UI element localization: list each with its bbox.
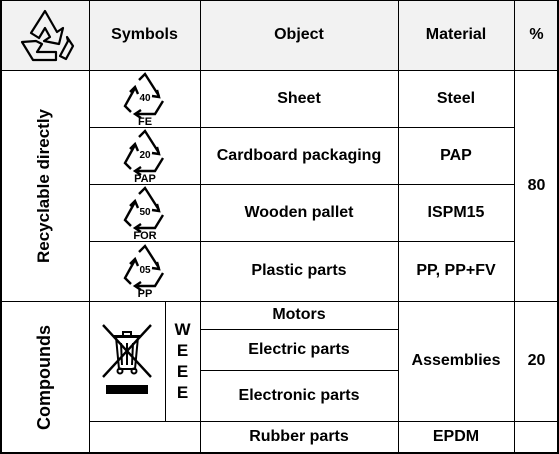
weee-letter: W xyxy=(174,320,191,339)
weee-letter: E xyxy=(176,341,189,360)
header-percent: % xyxy=(514,0,559,70)
row-divider xyxy=(0,70,559,71)
material-cell: ISPM15 xyxy=(427,203,485,221)
row-divider xyxy=(89,421,559,422)
header-material: Material xyxy=(398,0,514,70)
row-divider xyxy=(0,301,559,302)
recycling-abbr: FOR xyxy=(133,230,156,241)
recycling-code-icon: 20 PAP xyxy=(123,128,164,184)
object-cell: Cardboard packaging xyxy=(216,146,382,164)
col-divider xyxy=(398,0,399,454)
header-logo-cell xyxy=(0,0,89,70)
percent-compounds: 20 xyxy=(527,352,546,369)
row-divider xyxy=(89,127,514,128)
material-cell: PP, PP+FV xyxy=(416,262,496,279)
table-border-top xyxy=(0,0,559,1)
group-recyclable-cell: Recyclable directly xyxy=(0,70,89,301)
object-cell: Sheet xyxy=(277,89,321,107)
material-cell: PAP xyxy=(440,146,472,164)
row-divider xyxy=(200,329,398,330)
object-cell: Electronic parts xyxy=(238,386,360,404)
header-symbols: Symbols xyxy=(89,0,200,70)
row-divider xyxy=(89,241,514,242)
recycling-code: 40 xyxy=(139,93,151,104)
recycling-code-icon: 05 PP xyxy=(123,244,164,299)
recycling-code: 20 xyxy=(139,150,151,161)
recycling-abbr: FE xyxy=(137,116,151,127)
table-border-right xyxy=(557,0,559,454)
object-cell: Electric parts xyxy=(248,340,350,358)
col-divider xyxy=(165,301,166,421)
table-border-bottom xyxy=(0,452,559,454)
symbol-cell-fe: 40 FE xyxy=(89,70,200,127)
object-cell: Rubber parts xyxy=(249,428,349,445)
object-cell: Plastic parts xyxy=(251,262,347,279)
group-compounds-cell: Compounds xyxy=(0,301,89,453)
col-divider xyxy=(89,0,90,454)
row-divider xyxy=(200,370,398,371)
weee-letters-cell: W E E E xyxy=(165,301,200,421)
row-divider xyxy=(89,184,514,185)
symbol-cell-pp: 05 PP xyxy=(89,241,200,301)
weee-acronym: W E E E xyxy=(174,319,190,403)
recycle-icon xyxy=(20,9,74,62)
symbol-cell-pap: 20 PAP xyxy=(89,127,200,184)
header-object: Object xyxy=(200,0,398,70)
weee-letter: E xyxy=(176,383,189,402)
recycling-abbr: PAP xyxy=(134,173,156,184)
recycling-abbr: PP xyxy=(137,288,152,299)
recycling-code-icon: 40 FE xyxy=(123,71,164,127)
weee-letter: E xyxy=(176,362,189,381)
recycling-code: 05 xyxy=(139,265,151,276)
col-divider xyxy=(200,0,201,454)
crossed-out-bin-icon xyxy=(102,324,152,394)
recycling-code: 50 xyxy=(139,207,151,218)
object-cell: Wooden pallet xyxy=(244,203,354,221)
percent-recyclable: 80 xyxy=(527,176,546,194)
material-cell: Assemblies xyxy=(411,352,501,369)
recycling-code-icon: 50 FOR xyxy=(123,185,164,241)
object-cell: Motors xyxy=(272,306,326,323)
symbol-cell-for: 50 FOR xyxy=(89,184,200,241)
group-compounds-label: Compounds xyxy=(34,324,54,430)
weee-bin-cell xyxy=(89,301,165,421)
group-recyclable-label: Recyclable directly xyxy=(34,108,54,263)
col-divider xyxy=(514,0,515,454)
material-cell: EPDM xyxy=(432,428,480,445)
table-border-left xyxy=(0,0,2,454)
material-cell: Steel xyxy=(436,89,476,107)
